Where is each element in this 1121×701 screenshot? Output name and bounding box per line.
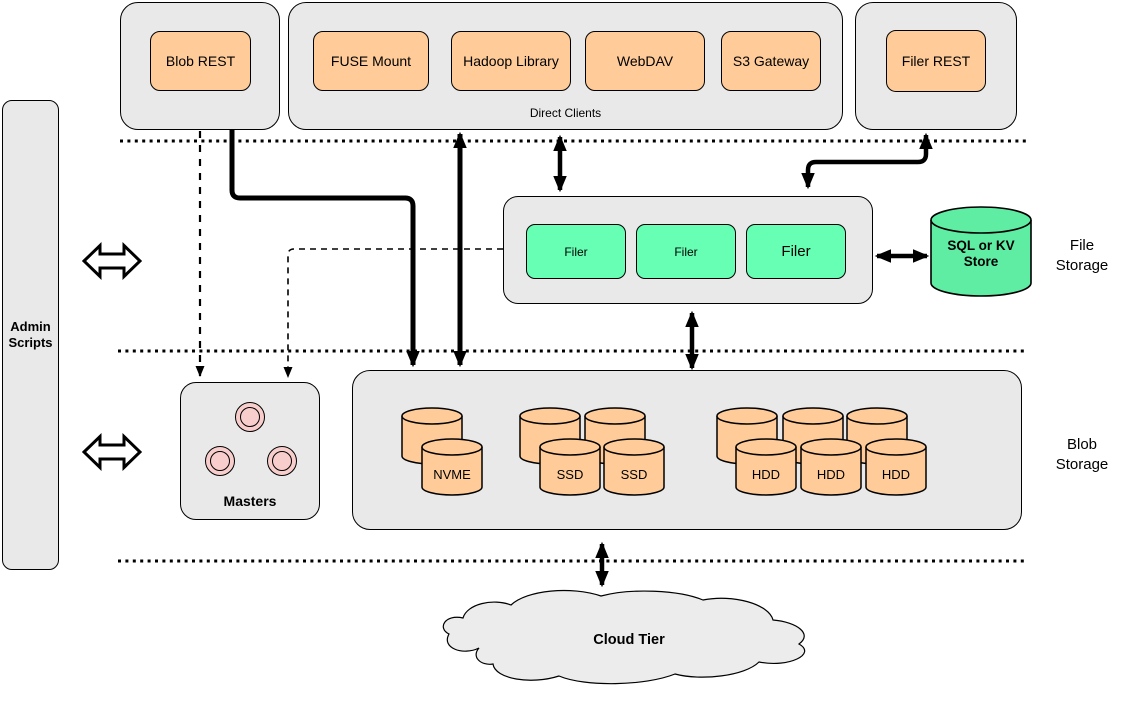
blob-storage-container: NVME SSD SSD HDD HDD HDD xyxy=(352,370,1022,530)
filer-node-2: Filer xyxy=(636,224,736,279)
hdd-cylinder-3: HDD xyxy=(865,438,927,496)
blob-rest-label: Blob REST xyxy=(165,53,236,69)
master-node-left-core xyxy=(210,451,230,471)
blob-storage-layer-label: Blob Storage xyxy=(1055,436,1109,474)
filer-label-3: Filer xyxy=(781,243,811,260)
masters-label: Masters xyxy=(223,493,277,509)
filer-rest-node: Filer REST xyxy=(886,30,986,92)
s3-gateway-node: S3 Gateway xyxy=(721,31,821,91)
master-node-left xyxy=(205,446,235,476)
ssd-cylinder-1: SSD xyxy=(539,438,601,496)
hdd-cylinder-1: HDD xyxy=(735,438,797,496)
filer-node-1: Filer xyxy=(526,224,626,279)
cloud-outline xyxy=(442,589,806,685)
filer-label-1: Filer xyxy=(564,244,588,259)
sql-kv-store-label: SQL or KV Store xyxy=(947,238,1015,270)
blob-rest-node: Blob REST xyxy=(150,31,251,91)
hdd-cylinder-2: HDD xyxy=(800,438,862,496)
hdd-label-1: HDD xyxy=(752,467,780,482)
direct-clients-container: FUSE Mount Hadoop Library WebDAV S3 Gate… xyxy=(288,2,843,130)
nvme-cylinder: NVME xyxy=(421,438,483,496)
s3-gateway-label: S3 Gateway xyxy=(732,53,810,69)
hdd-label-3: HDD xyxy=(882,467,910,482)
cloud-tier-shape: Cloud Tier xyxy=(433,586,825,698)
admin-scripts-panel: Admin Scripts xyxy=(2,100,59,570)
fuse-mount-label: FUSE Mount xyxy=(330,53,412,69)
admin-blob-storage-double-arrow-icon xyxy=(82,435,142,469)
filer-label-2: Filer xyxy=(674,244,698,259)
hdd-label-2: HDD xyxy=(817,467,845,482)
filer-rest-to-filer-arrow xyxy=(801,132,933,190)
hadoop-library-node: Hadoop Library xyxy=(451,31,571,91)
sql-kv-store-cylinder: SQL or KV Store xyxy=(930,206,1032,298)
master-node-right-core xyxy=(272,451,292,471)
blob-rest-container: Blob REST xyxy=(120,2,280,130)
file-storage-layer-label: File Storage xyxy=(1055,237,1109,275)
master-node-right xyxy=(267,446,297,476)
sql-kv-cylinder-shape xyxy=(930,206,1032,297)
masters-container: Masters xyxy=(180,382,320,520)
blob-rest-to-blob-storage-arrow xyxy=(229,130,420,368)
webdav-node: WebDAV xyxy=(585,31,705,91)
filer-masters-dashed-arrow xyxy=(283,248,503,378)
hadoop-library-label: Hadoop Library xyxy=(463,53,559,69)
filer-node-3: Filer xyxy=(746,224,846,279)
master-node-top xyxy=(235,402,265,432)
nvme-label: NVME xyxy=(433,467,471,482)
direct-clients-label: Direct Clients xyxy=(529,106,602,120)
admin-scripts-label: Admin Scripts xyxy=(8,318,53,350)
filer-rest-container: Filer REST xyxy=(855,2,1017,130)
ssd-cylinder-2: SSD xyxy=(603,438,665,496)
cloud-tier-label: Cloud Tier xyxy=(593,632,665,648)
ssd-label-2: SSD xyxy=(621,467,648,482)
filer-cluster-container: Filer Filer Filer xyxy=(503,196,873,304)
ssd-label-1: SSD xyxy=(557,467,584,482)
master-node-top-core xyxy=(240,407,260,427)
webdav-label: WebDAV xyxy=(616,53,674,69)
fuse-mount-node: FUSE Mount xyxy=(313,31,429,91)
admin-file-storage-double-arrow-icon xyxy=(82,244,142,278)
filer-rest-label: Filer REST xyxy=(901,53,971,69)
